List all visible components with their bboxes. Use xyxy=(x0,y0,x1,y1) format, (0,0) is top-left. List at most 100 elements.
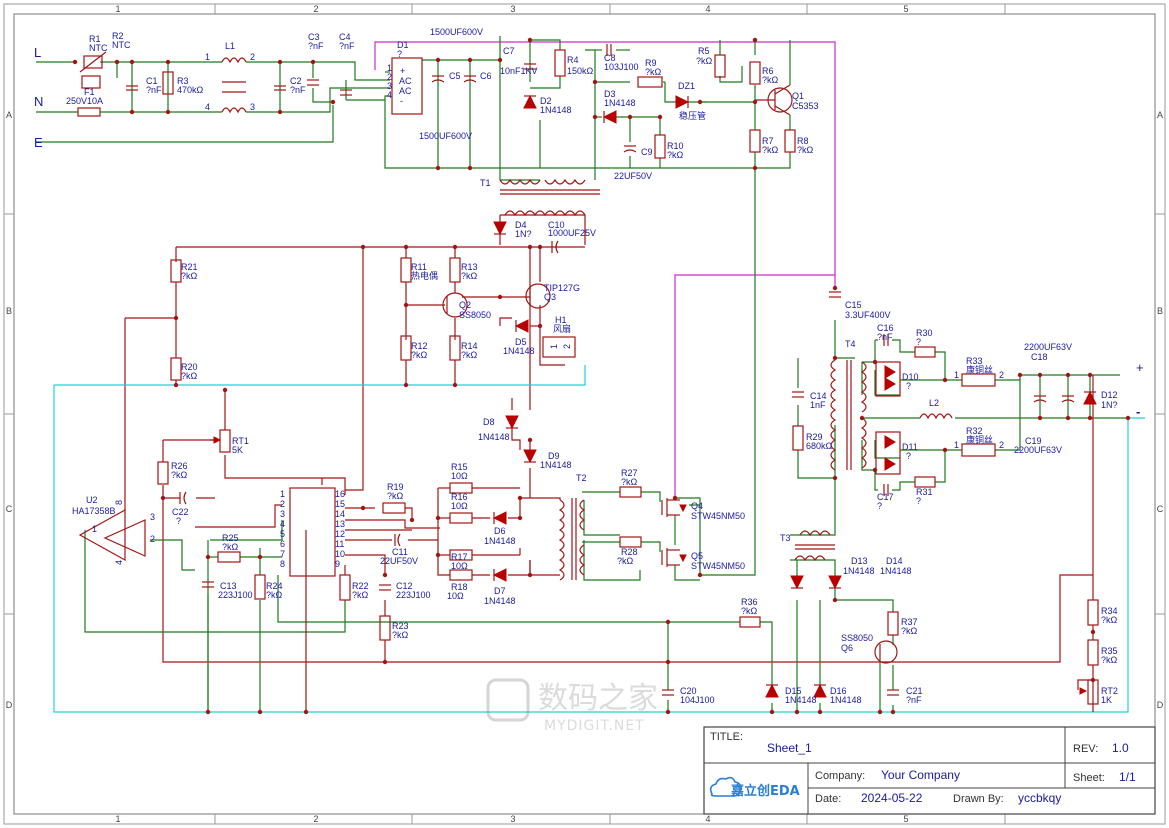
row-A-left: A xyxy=(6,110,12,120)
Q6-ref: Q6 xyxy=(841,643,853,653)
D2-value: 1N4148 xyxy=(540,105,572,115)
D15-value: 1N4148 xyxy=(785,695,817,705)
d1-label-plus: + xyxy=(400,66,405,76)
H1-ref: H1 xyxy=(555,315,567,325)
d1-pin-2: 2 xyxy=(387,72,392,82)
R29-ref: R29 xyxy=(806,432,823,442)
R17-value: 10Ω xyxy=(451,561,468,571)
u2-pin-8: 8 xyxy=(114,500,124,505)
u2-pin-4: 4 xyxy=(114,560,124,565)
F1-ref: F1 xyxy=(84,87,95,97)
D7-value: 1N4148 xyxy=(484,596,516,606)
R31-value: ? xyxy=(916,496,921,506)
R7-value: ?kΩ xyxy=(762,145,779,155)
C18-value: 2200UF63V xyxy=(1024,342,1072,352)
row-A-right: A xyxy=(1157,110,1163,120)
D14-value: 1N4148 xyxy=(880,566,912,576)
ic-pin-7: 7 xyxy=(280,549,285,559)
C11-value: 22UF50V xyxy=(380,556,418,566)
R37-ref: R37 xyxy=(901,617,918,627)
l1-pin-1: 1 xyxy=(205,52,210,62)
net-L: L xyxy=(34,45,41,60)
sheet-label: Sheet: xyxy=(1073,772,1105,784)
d1-pin-3: 3 xyxy=(387,81,392,91)
col-3-top: 3 xyxy=(510,4,515,14)
sheet-value: 1/1 xyxy=(1119,770,1136,784)
h1-pin-2: 2 xyxy=(562,344,572,349)
rev-label: REV: xyxy=(1073,743,1098,755)
R11-ref: R11 xyxy=(411,262,427,272)
ic-pin-6: 6 xyxy=(280,539,285,549)
row-B-left: B xyxy=(6,306,12,316)
U2-ref: U2 xyxy=(86,495,98,505)
ic-pin-8: 8 xyxy=(280,559,285,569)
R21-ref: R21 xyxy=(181,262,198,272)
R17-ref: R17 xyxy=(451,552,468,562)
R30-ref: R30 xyxy=(916,328,933,338)
C20-ref: C20 xyxy=(680,686,697,696)
Q5-ref: Q5 xyxy=(691,551,703,561)
R25-ref: R25 xyxy=(222,533,239,543)
R27-ref: R27 xyxy=(621,468,638,478)
u2-pin-3: 3 xyxy=(150,512,155,522)
C4-value: ?nF xyxy=(339,41,355,51)
R4-value: 150kΩ xyxy=(567,66,594,76)
R24-ref: R24 xyxy=(266,581,283,591)
component-symbols xyxy=(77,44,1099,705)
Q2-value: SS8050 xyxy=(459,310,491,320)
D12-ref: D12 xyxy=(1101,390,1118,400)
R11-value: 热电偶 xyxy=(411,270,438,281)
R34-value: ?kΩ xyxy=(1101,615,1118,625)
D7-ref: D7 xyxy=(494,586,506,596)
net-plus: + xyxy=(1136,360,1144,375)
cap-bank-top-value: 1500UF600V xyxy=(430,27,483,37)
C6-ref: C6 xyxy=(480,71,492,81)
D8-ref: D8 xyxy=(483,417,495,427)
R15-ref: R15 xyxy=(451,462,468,472)
Q5-value: STW45NM50 xyxy=(691,561,745,571)
C2-ref: C2 xyxy=(290,76,302,86)
col-5-bottom: 5 xyxy=(903,814,908,824)
R22-value: ?kΩ xyxy=(352,590,369,600)
D16-value: 1N4148 xyxy=(830,695,862,705)
R6-value: ?kΩ xyxy=(762,75,779,85)
h1-pin-1: 1 xyxy=(549,344,559,349)
Q1-value: C5353 xyxy=(792,101,819,111)
C12-value: 223J100 xyxy=(396,590,431,600)
row-C-right: C xyxy=(1157,504,1164,514)
R31-ref: R31 xyxy=(916,487,933,497)
C8-value: 103J100 xyxy=(604,62,639,72)
R34-ref: R34 xyxy=(1101,606,1118,616)
C9-ref: C9 xyxy=(641,147,653,157)
R30-value: ? xyxy=(916,337,921,347)
row-B-right: B xyxy=(1157,306,1163,316)
R12-value: ?kΩ xyxy=(411,350,428,360)
R33-ref: R33 xyxy=(966,356,983,366)
D4-value: 1N? xyxy=(515,229,532,239)
R23-value: ?kΩ xyxy=(392,630,409,640)
D10-value: ? xyxy=(906,381,911,391)
RT1-value: 5K xyxy=(232,445,243,455)
D11-value: ? xyxy=(906,451,911,461)
L1-ref: L1 xyxy=(225,41,235,51)
C15-ref: C15 xyxy=(845,300,862,310)
pin-numbers: 1 2 4 3 1 2 3 4 + AC AC - 1 2 3 4 5 6 7 … xyxy=(92,52,1004,569)
T1-ref: T1 xyxy=(480,178,491,188)
R14-value: ?kΩ xyxy=(461,350,478,360)
C7-ref: C7 xyxy=(503,46,515,56)
R19-ref: R19 xyxy=(387,482,404,492)
col-2-top: 2 xyxy=(313,4,318,14)
R14-ref: R14 xyxy=(461,341,478,351)
D5-ref: D5 xyxy=(515,337,527,347)
R10-value: ?kΩ xyxy=(667,150,684,160)
D8-value: 1N4148 xyxy=(478,432,510,442)
title-block: TITLE: Sheet_1 REV: 1.0 Company: Your Co… xyxy=(703,726,1156,815)
D1-ref: D1 xyxy=(397,40,409,50)
R23-ref: R23 xyxy=(392,621,409,631)
C8-ref: C8 xyxy=(604,53,616,63)
C5-ref: C5 xyxy=(449,71,461,81)
R27-value: ?kΩ xyxy=(621,477,638,487)
l1-pin-3: 3 xyxy=(250,102,255,112)
R13-ref: R13 xyxy=(461,262,478,272)
